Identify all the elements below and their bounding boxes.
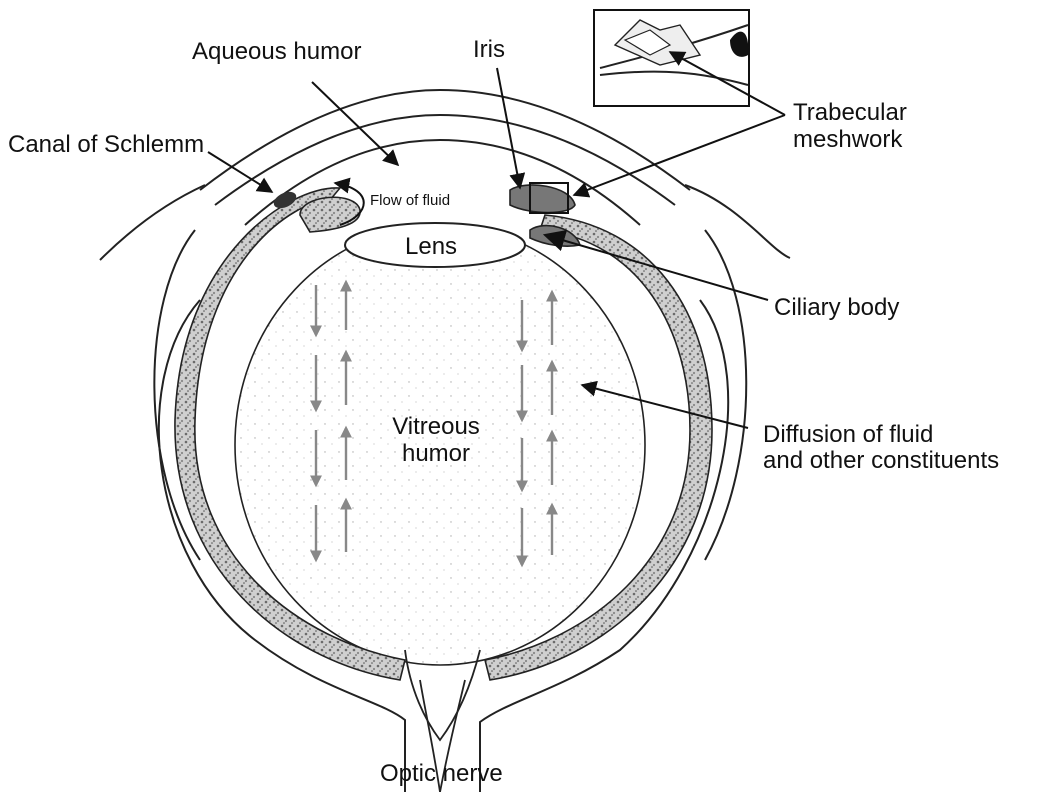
label-vitreous-1: Vitreous <box>370 413 502 440</box>
label-canal-of-schlemm: Canal of Schlemm <box>8 131 204 158</box>
label-optic-nerve: Optic nerve <box>380 760 503 787</box>
label-lens: Lens <box>405 233 457 260</box>
label-ciliary-body: Ciliary body <box>774 294 899 321</box>
label-iris: Iris <box>473 36 505 63</box>
label-diffusion-1: Diffusion of fluid <box>763 421 933 448</box>
label-aqueous-humor: Aqueous humor <box>192 38 361 65</box>
inset-panel <box>594 10 749 106</box>
label-flow-of-fluid: Flow of fluid <box>370 192 450 209</box>
label-vitreous-2: humor <box>370 440 502 467</box>
label-diffusion-2: and other constituents <box>763 447 999 474</box>
label-trabecular-2: meshwork <box>793 126 902 153</box>
label-trabecular-1: Trabecular <box>793 99 907 126</box>
